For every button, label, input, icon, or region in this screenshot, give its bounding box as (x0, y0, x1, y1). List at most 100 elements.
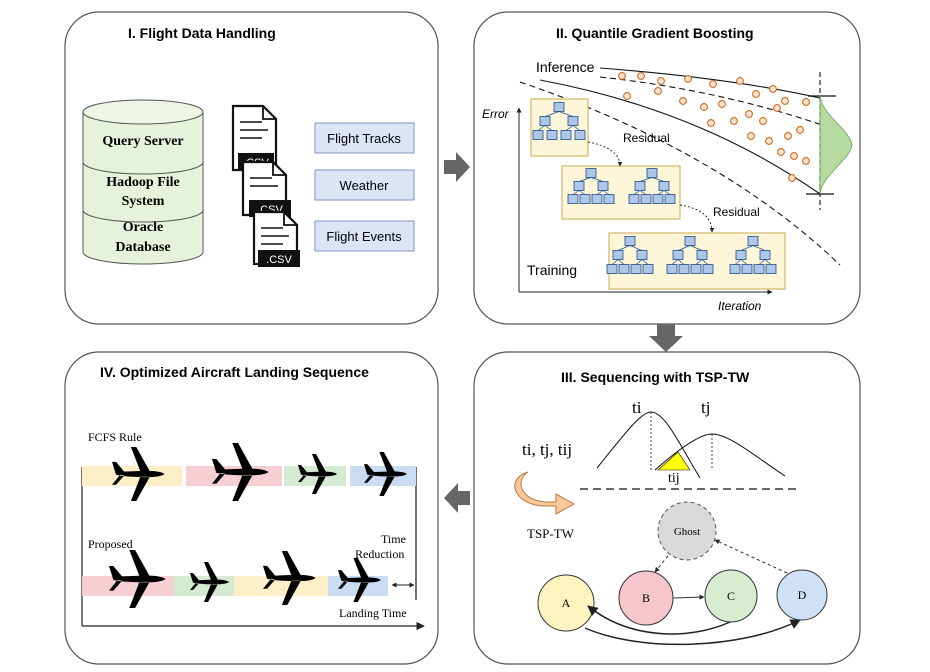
tree-node (532, 130, 544, 140)
tree-edge (617, 259, 625, 265)
output-label: Flight Events (326, 229, 402, 244)
panel-title: IV. Optimized Aircraft Landing Sequence (100, 364, 369, 380)
panel-title: II. Quantile Gradient Boosting (556, 25, 754, 41)
scatter-point (777, 148, 785, 156)
tree-edge (641, 259, 649, 265)
panel-title: III. Sequencing with TSP-TW (561, 369, 750, 385)
tree-edge (629, 245, 643, 251)
ghost-node (657, 501, 717, 561)
tree-node (735, 250, 747, 260)
db-layer-hadoop-line2: System (122, 194, 165, 209)
panel-quantile-gradient-boosting: II. Quantile Gradient Boosting Error Ite… (473, 11, 861, 325)
tree-node (759, 250, 771, 260)
scatter-point (679, 97, 687, 105)
tree-node (666, 264, 678, 274)
tree-box-2 (561, 165, 681, 220)
flow-arrow-right (444, 152, 470, 182)
tree-edge (663, 190, 671, 195)
time-reduction-label-line1: Time (381, 532, 406, 546)
tree-node (603, 194, 615, 204)
tree-edge (758, 259, 766, 265)
tree-edge (578, 190, 586, 195)
tij-label: tij (668, 471, 680, 486)
scatter-point (773, 104, 781, 112)
tree-node (747, 236, 759, 246)
scatter-point (654, 87, 662, 95)
tree-node (642, 264, 654, 274)
scatter-point (707, 119, 715, 127)
scatter-point (765, 137, 773, 145)
tsp-tw-label: TSP-TW (527, 526, 575, 541)
tree-node (636, 250, 648, 260)
database-icon (82, 99, 204, 265)
scatter-point (684, 75, 692, 83)
panel-sequencing-tsp-tw: III. Sequencing with TSP-TW ti, tj, tij … (473, 351, 861, 665)
residual-label: Residual (623, 131, 670, 145)
node-d (776, 569, 828, 621)
median-dashed-curve (599, 76, 826, 127)
tree-edge (537, 125, 546, 131)
output-box-flight-events (314, 220, 415, 252)
tree-edge (544, 125, 553, 131)
fcfs-slot (186, 466, 282, 486)
scatter-point (618, 72, 626, 80)
node-d-label: D (798, 588, 807, 602)
tree-edge (572, 125, 581, 131)
flow-arrow-left (444, 483, 470, 513)
tree-node (591, 194, 603, 204)
db-layer-oracle-line1: Oracle (123, 220, 163, 235)
flow-arrow-down (649, 324, 683, 352)
node-a (537, 574, 595, 632)
scatter-point (784, 132, 792, 140)
tj-label: tj (701, 398, 710, 417)
db-layer-hadoop-line1: Hadoop File (106, 175, 180, 190)
node-a-label: A (562, 596, 571, 610)
tree-box-3 (608, 232, 786, 290)
tree-node (628, 194, 640, 204)
node-b-label: B (642, 591, 650, 605)
tree-node (741, 264, 753, 274)
tree-edge (565, 125, 574, 131)
decision-tree-3 (606, 236, 777, 274)
ti-label: ti (632, 398, 642, 417)
tree-edge (740, 259, 748, 265)
tree-node (618, 264, 630, 274)
tree-node (664, 194, 676, 204)
output-box-flight-tracks (314, 122, 415, 154)
scatter-point (745, 110, 753, 118)
landing-time-label: Landing Time (339, 606, 407, 620)
times-label: ti, tj, tij (522, 440, 572, 459)
upper-quantile-curve (599, 67, 821, 99)
tree-node (612, 250, 624, 260)
scatter-point (637, 72, 645, 80)
tree-node (546, 130, 558, 140)
tree-node (690, 264, 702, 274)
scatter-point (747, 132, 755, 140)
x-axis-label: Iteration (718, 299, 762, 313)
scatter-point (781, 97, 789, 105)
tree-edge (651, 177, 665, 182)
tree-edge (572, 190, 580, 195)
tree-node (606, 264, 618, 274)
decision-tree-2 (567, 168, 676, 204)
tree-node (729, 264, 741, 274)
svg-text:.CSV: .CSV (266, 254, 292, 266)
scatter-point (769, 85, 777, 93)
panel-title: I. Flight Data Handling (128, 25, 276, 41)
decision-tree-1 (532, 102, 586, 140)
edge-d-ghost (714, 539, 788, 574)
inference-label: Inference (536, 59, 595, 75)
tree-edge (578, 177, 592, 182)
scatter-point (802, 157, 810, 165)
csv-file-icon: .CSV (252, 210, 300, 267)
tree-edge (602, 190, 610, 195)
tree-edge (611, 259, 619, 265)
scatter-point (759, 117, 767, 125)
scatter-point (752, 90, 760, 98)
tree-node (678, 264, 690, 274)
output-label: Weather (340, 178, 390, 193)
edge-a-d (584, 619, 801, 646)
tree-node (640, 194, 652, 204)
proposed-slot (234, 576, 328, 596)
tree-node (658, 181, 670, 191)
